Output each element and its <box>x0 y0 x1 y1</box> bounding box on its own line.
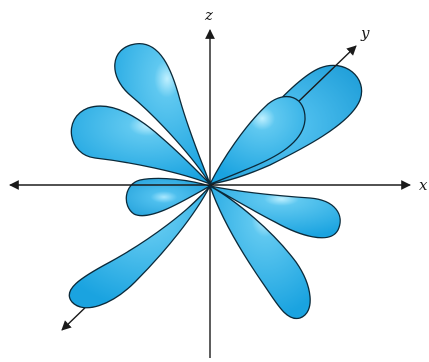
z-axis-label: z <box>204 6 213 24</box>
y-axis-label: y <box>360 24 370 42</box>
x-axis-label: x <box>419 176 428 194</box>
lobe-x-left-back <box>126 178 210 215</box>
